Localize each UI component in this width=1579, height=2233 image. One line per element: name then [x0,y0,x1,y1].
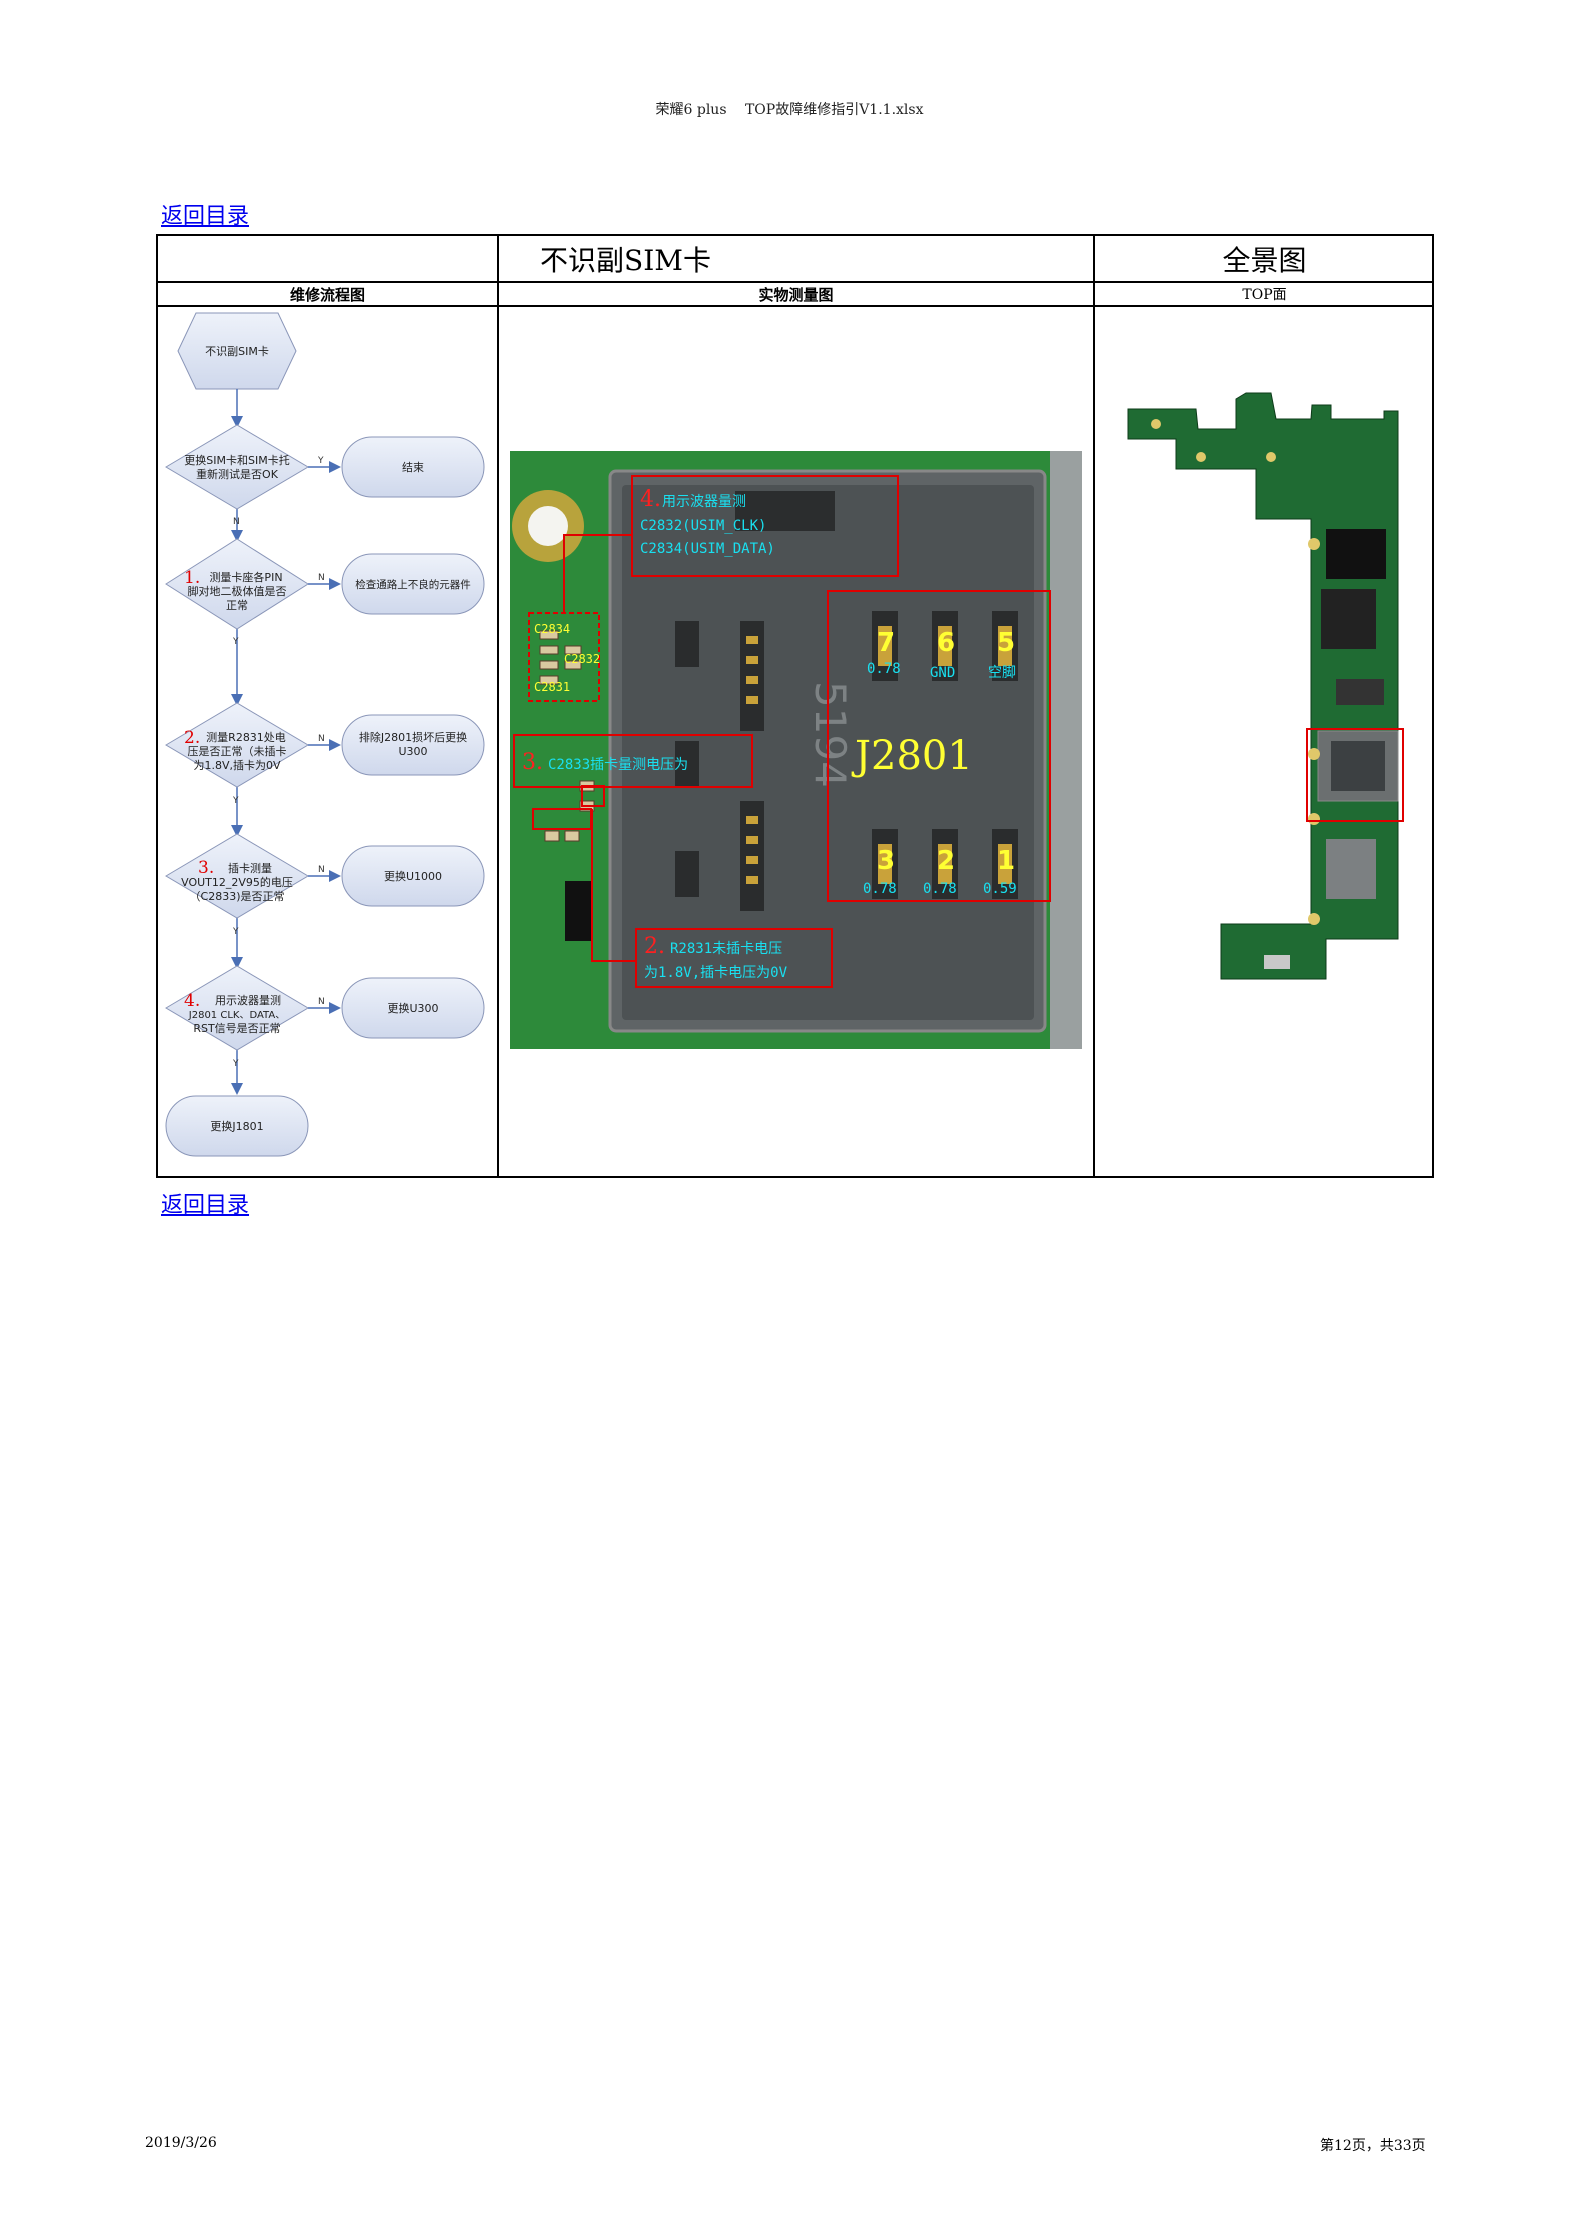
connector-label: J2801 [851,733,973,779]
callout-box-2 [635,928,833,988]
callout-3-number: 3. [522,750,543,775]
divider [497,236,499,1176]
step1-number: 1. [184,568,200,588]
result-check-label: 检查通路上不良的元器件 [355,578,471,591]
step3-number: 3. [198,858,214,878]
divider [158,281,1432,283]
label-y: Y [317,456,324,466]
step2-text: 为1.8V,插卡为0V [193,758,281,772]
sim-location-marker [1306,728,1404,822]
callout-3-text: C2833插卡量测电压为 [548,757,688,773]
pin-voltage: 0.78 [863,881,897,897]
pin-number: 3 [877,846,895,876]
pin-number: 1 [997,846,1015,876]
label-y: Y [232,927,239,937]
callout-2-text: R2831未插卡电压 [670,941,782,957]
pin-voltage: 0.59 [983,881,1017,897]
callout-box-3 [513,734,753,788]
label-n: N [318,734,325,744]
divider [1093,236,1095,1176]
start-label: 不识副SIM卡 [205,345,269,358]
step3-text: 插卡测量 [228,861,272,875]
end-node [165,1095,309,1157]
step4-number: 4. [184,991,200,1011]
back-to-toc-link-top[interactable]: 返回目录 [161,204,250,229]
callout-box-4 [631,475,899,577]
step4-text: RST信号是否正常 [193,1022,280,1035]
callout-2-number: 2. [644,934,665,959]
col-header-flow: 维修流程图 [289,285,365,304]
step3-text: VOUT12_2V95的电压 [181,875,293,889]
measurement-photo: 5194 4. 用示波器量测 C2832(USIM_CLK) C2834(USI… [510,451,1082,1049]
pin-number: 6 [937,628,955,658]
result-u300b-label: 更换U300 [387,1001,438,1015]
page-header: 荣耀6 plus TOP故障维修指引V1.1.xlsx [655,102,924,118]
step1-text: 测量卡座各PIN [209,570,282,584]
step1-text: 脚对地二极体值是否 [188,584,287,598]
step2-text: 压是否正常（未插卡 [188,744,287,758]
label-c2832: C2832 [564,652,600,666]
pin-voltage: 0.78 [867,661,901,677]
footer-page-number: 第12页，共33页 [1320,2138,1426,2154]
label-n: N [318,997,325,1007]
table-title: 不识副SIM卡 [540,243,711,277]
result-check-components [341,553,485,615]
pin-voltage: GND [930,665,955,681]
start-node [177,312,297,390]
result-replace-u1000 [341,845,485,907]
pin-number: 7 [877,628,895,658]
label-y: Y [232,796,239,806]
silkscreen-text: 5194 [806,681,855,788]
label-n: N [318,573,325,583]
label-n: N [233,517,240,527]
step2-text: 测量R2831处电 [206,731,286,744]
fault-table: 不识副SIM卡 全景图 维修流程图 实物测量图 TOP面 不识副SIM卡 N Y… [156,234,1434,1178]
callout-box-j2801 [827,590,1051,902]
end-label: 更换J1801 [210,1119,263,1133]
label-y: Y [232,637,239,647]
divider [158,305,1432,307]
top-side-board [1127,392,1404,980]
repair-flowchart: 不识副SIM卡 N Y Y Y Y 更换SIM卡和SIM卡托 重新测试是否OK … [165,312,485,1157]
callout-4-text: 用示波器量测 [662,494,746,510]
result-end-label: 结束 [402,461,424,474]
back-to-toc-link-bottom[interactable]: 返回目录 [161,1193,250,1218]
label-y: Y [232,1059,239,1069]
result-u300-label: 排除J2801损坏后更换 [359,730,467,744]
result-u1000-label: 更换U1000 [384,869,442,883]
step3-text: （C2833)是否正常 [190,890,285,903]
result-replace-u300-b [341,977,485,1039]
pin-number: 5 [997,628,1015,658]
pin-voltage: 空脚 [988,665,1016,681]
col-header-photo: 实物测量图 [758,285,834,304]
footer-date: 2019/3/26 [145,2135,217,2151]
label-c2834: C2834 [534,622,570,636]
result-replace-u300 [341,714,485,776]
pin-number: 2 [937,846,955,876]
label-n: N [318,865,325,875]
pin-voltage: 0.78 [923,881,957,897]
result-u300-label: U300 [398,745,427,758]
label-c2831: C2831 [534,680,570,694]
callout-4-number: 4. [640,487,661,512]
step2-number: 2. [184,728,200,748]
step4-text: J2801 CLK、DATA、 [188,1010,285,1021]
callout-4-text: C2834(USIM_DATA) [640,541,775,557]
panorama-title: 全景图 [1222,243,1307,277]
callout-4-text: C2832(USIM_CLK) [640,518,766,534]
step0-text: 更换SIM卡和SIM卡托 [184,453,289,467]
step1-text: 正常 [226,599,248,612]
col-header-top: TOP面 [1242,287,1287,303]
callout-2-text: 为1.8V,插卡电压为0V [644,965,788,981]
step4-text: 用示波器量测 [215,994,281,1007]
result-end [341,436,485,498]
decision-step0 [165,424,309,510]
step0-text: 重新测试是否OK [196,467,279,481]
